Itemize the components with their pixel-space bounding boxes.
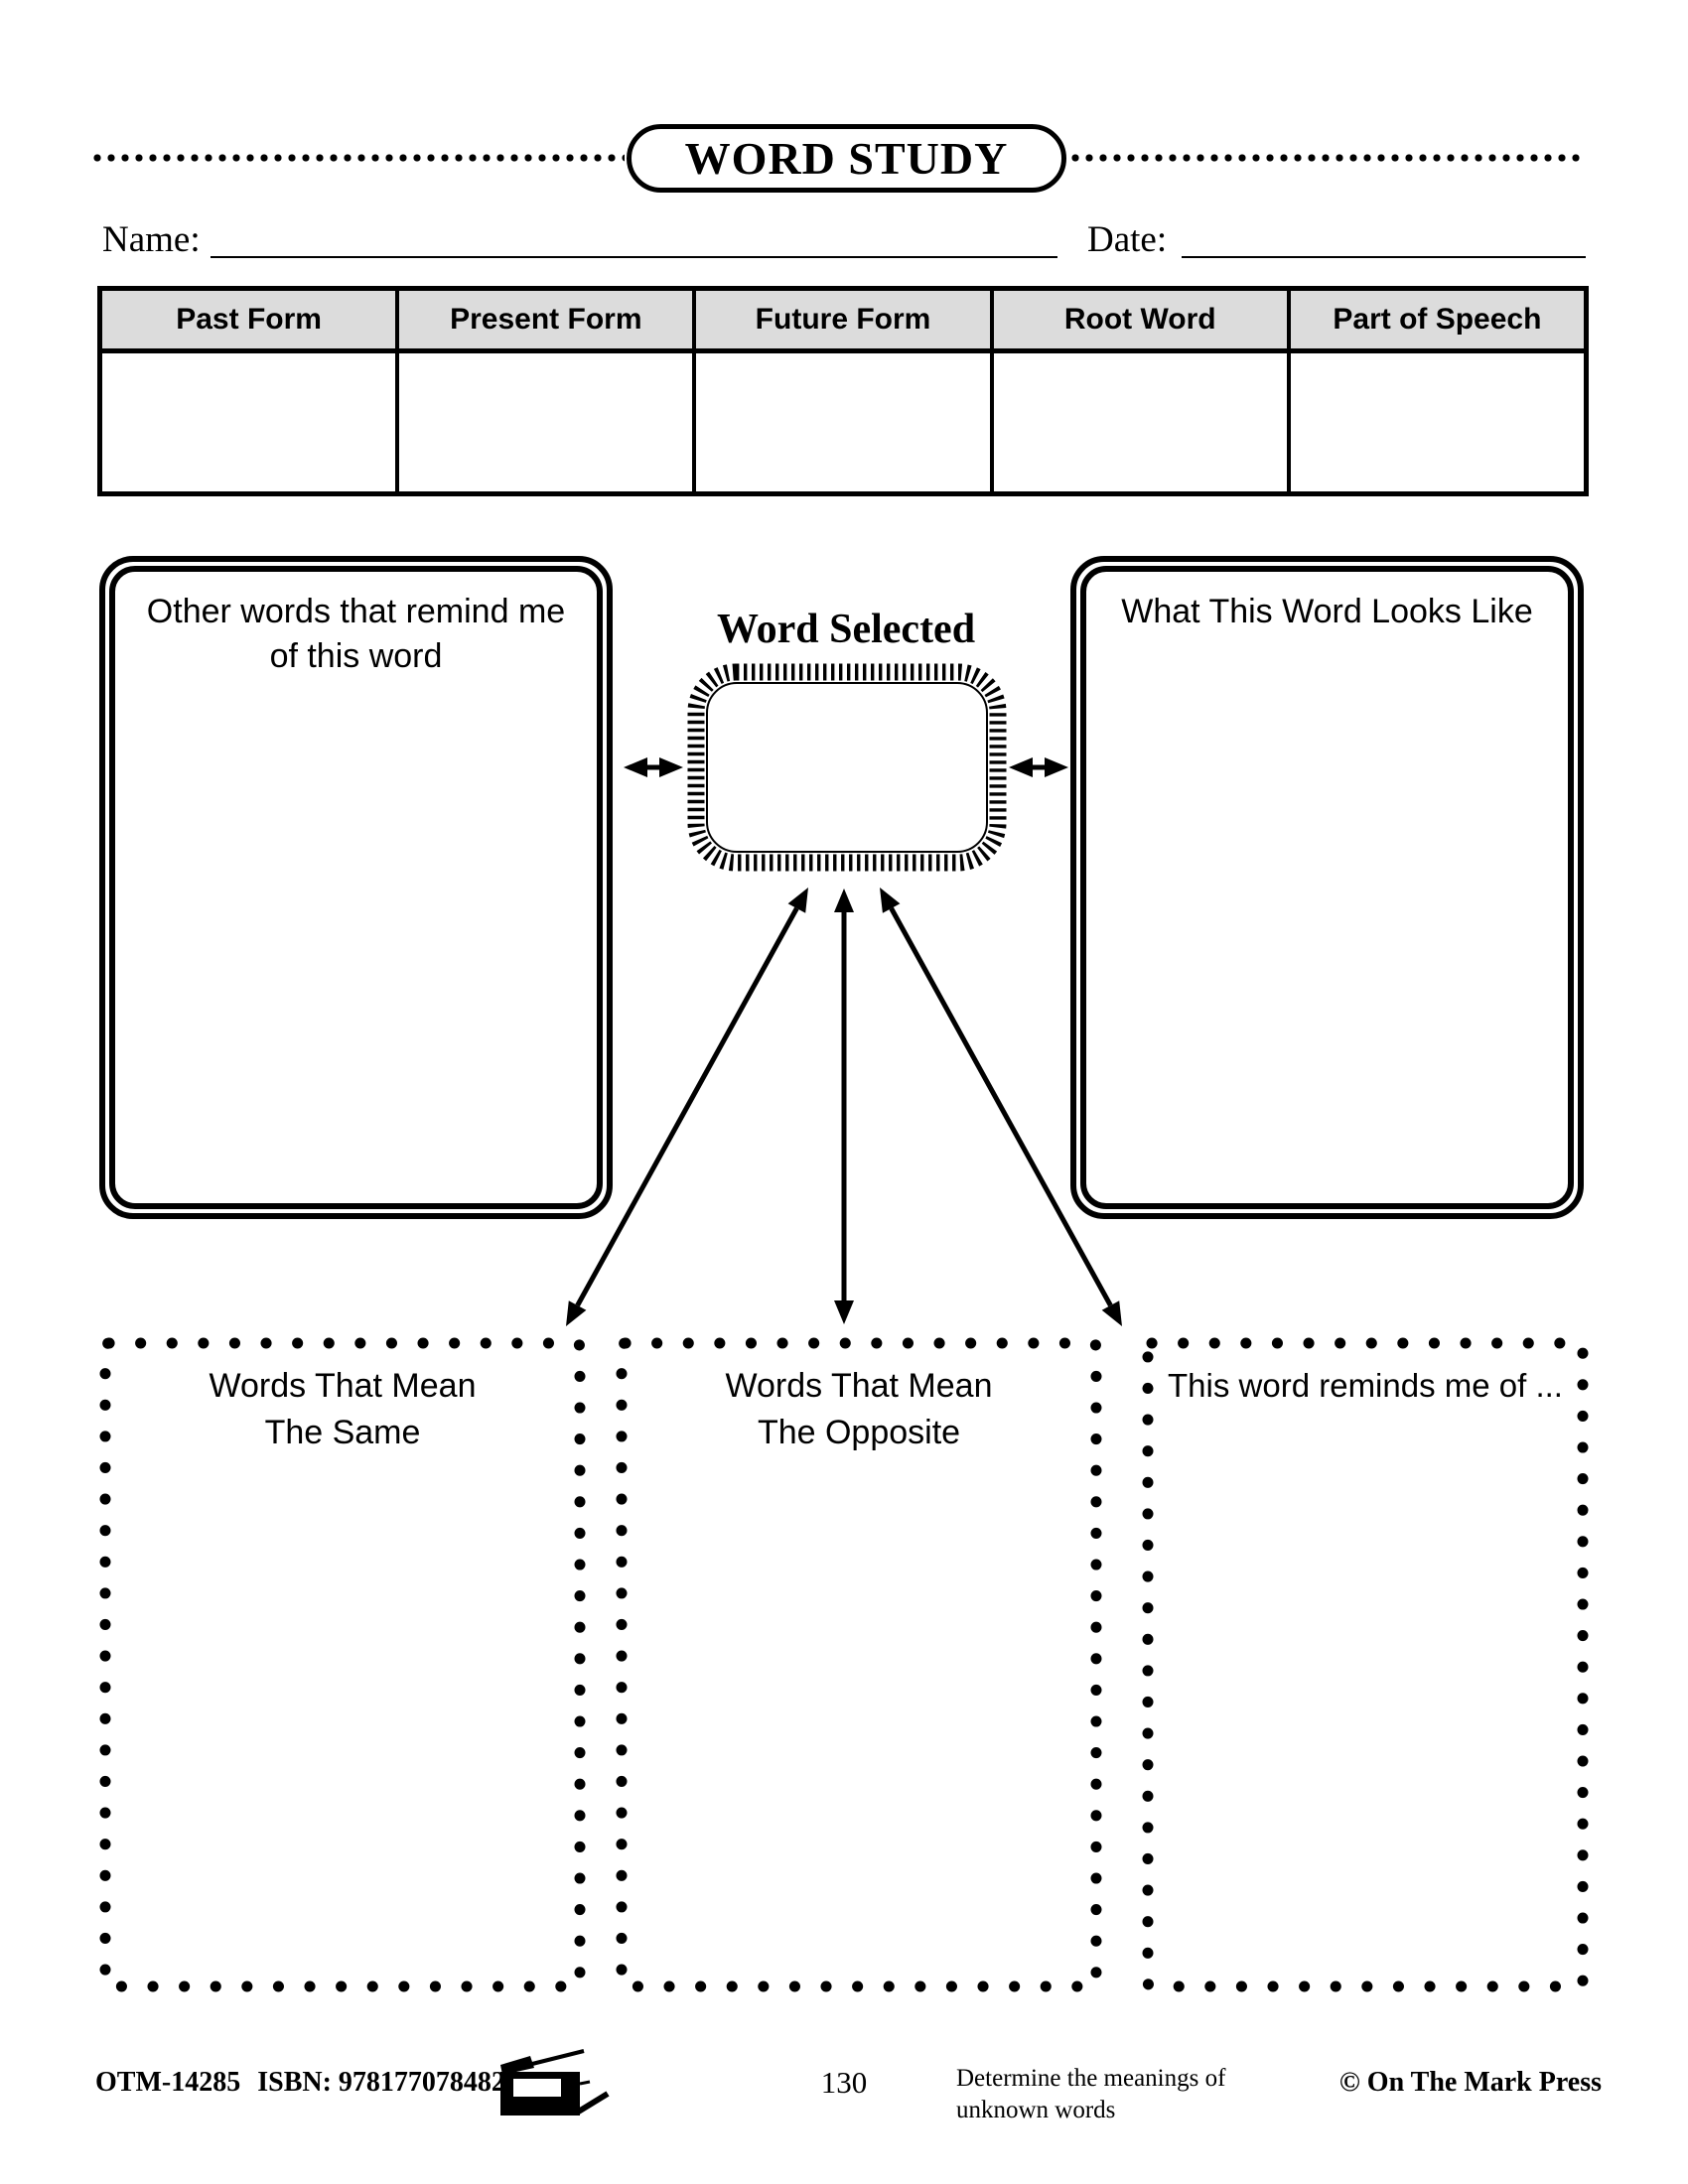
- double-arrow-left-icon: [624, 757, 683, 777]
- isbn: ISBN: 9781770784826: [257, 2067, 519, 2098]
- double-arrow-to-same-icon: [566, 887, 808, 1326]
- footer-description: Determine the meanings of unknown words: [956, 2065, 1226, 2123]
- page-title: WORD STUDY: [627, 124, 1066, 193]
- date-label: Date:: [1087, 219, 1168, 260]
- column-header-root-word: Root Word: [994, 291, 1291, 348]
- name-label: Name:: [102, 219, 201, 260]
- dotted-border-icon: [1142, 1337, 1589, 1992]
- hatched-border-icon: [687, 663, 1007, 872]
- title-dotted-line-left: [90, 153, 625, 163]
- word-looks-like-box[interactable]: What This Word Looks Like: [1070, 556, 1584, 1219]
- word-reminds-box-label: This word reminds me of ...: [1168, 1367, 1563, 1404]
- table-cell-past-form[interactable]: [102, 353, 400, 491]
- table-cell-future-form[interactable]: [696, 353, 994, 491]
- double-arrow-to-reminds-icon: [880, 887, 1122, 1326]
- words-same-box[interactable]: Words That Mean The Same: [99, 1337, 586, 1992]
- title-dotted-line-right: [1068, 153, 1581, 163]
- table-header-row: Past Form Present Form Future Form Root …: [102, 291, 1584, 353]
- words-opposite-box-label: Words That Mean The Opposite: [725, 1367, 993, 1451]
- dotted-border-icon: [616, 1337, 1102, 1992]
- double-arrow-right-icon: [1009, 757, 1068, 777]
- table-cell-part-of-speech[interactable]: [1291, 353, 1584, 491]
- product-code: OTM-14285: [95, 2067, 241, 2098]
- other-words-box-label: Other words that remind me of this word: [146, 593, 566, 675]
- name-write-line[interactable]: [211, 220, 1057, 258]
- column-header-past-form: Past Form: [102, 291, 400, 348]
- double-arrow-to-opposite-icon: [834, 888, 854, 1324]
- connector-arrows: [566, 757, 1122, 1326]
- word-forms-table: Past Form Present Form Future Form Root …: [97, 286, 1589, 496]
- words-opposite-box[interactable]: Words That Mean The Opposite: [616, 1337, 1102, 1992]
- other-words-box[interactable]: Other words that remind me of this word: [99, 556, 613, 1219]
- table-cell-root-word[interactable]: [994, 353, 1291, 491]
- table-body-row: [102, 353, 1584, 491]
- word-reminds-box[interactable]: This word reminds me of ...: [1142, 1337, 1589, 1992]
- dotted-border-icon: [99, 1337, 586, 1992]
- footer-left: OTM-14285 ISBN: 9781770784826: [95, 2067, 519, 2099]
- other-words-box-inner: Other words that remind me of this word: [109, 566, 603, 1209]
- word-selected-box[interactable]: [687, 663, 1007, 872]
- column-header-part-of-speech: Part of Speech: [1333, 303, 1542, 336]
- publisher: © On The Mark Press: [1338, 2067, 1602, 2098]
- word-looks-like-box-label: What This Word Looks Like: [1121, 593, 1533, 630]
- page-title-text: WORD STUDY: [684, 133, 1009, 184]
- column-header-present-form: Present Form: [399, 291, 697, 348]
- page-number: 130: [820, 2065, 868, 2100]
- words-same-box-label: Words That Mean The Same: [209, 1367, 477, 1451]
- table-cell-present-form[interactable]: [399, 353, 697, 491]
- word-selected-label: Word Selected: [716, 607, 976, 652]
- word-looks-like-box-inner: What This Word Looks Like: [1080, 566, 1574, 1209]
- photocopier-icon: [500, 2049, 610, 2116]
- date-write-line[interactable]: [1182, 220, 1586, 258]
- column-header-future-form: Future Form: [696, 291, 994, 348]
